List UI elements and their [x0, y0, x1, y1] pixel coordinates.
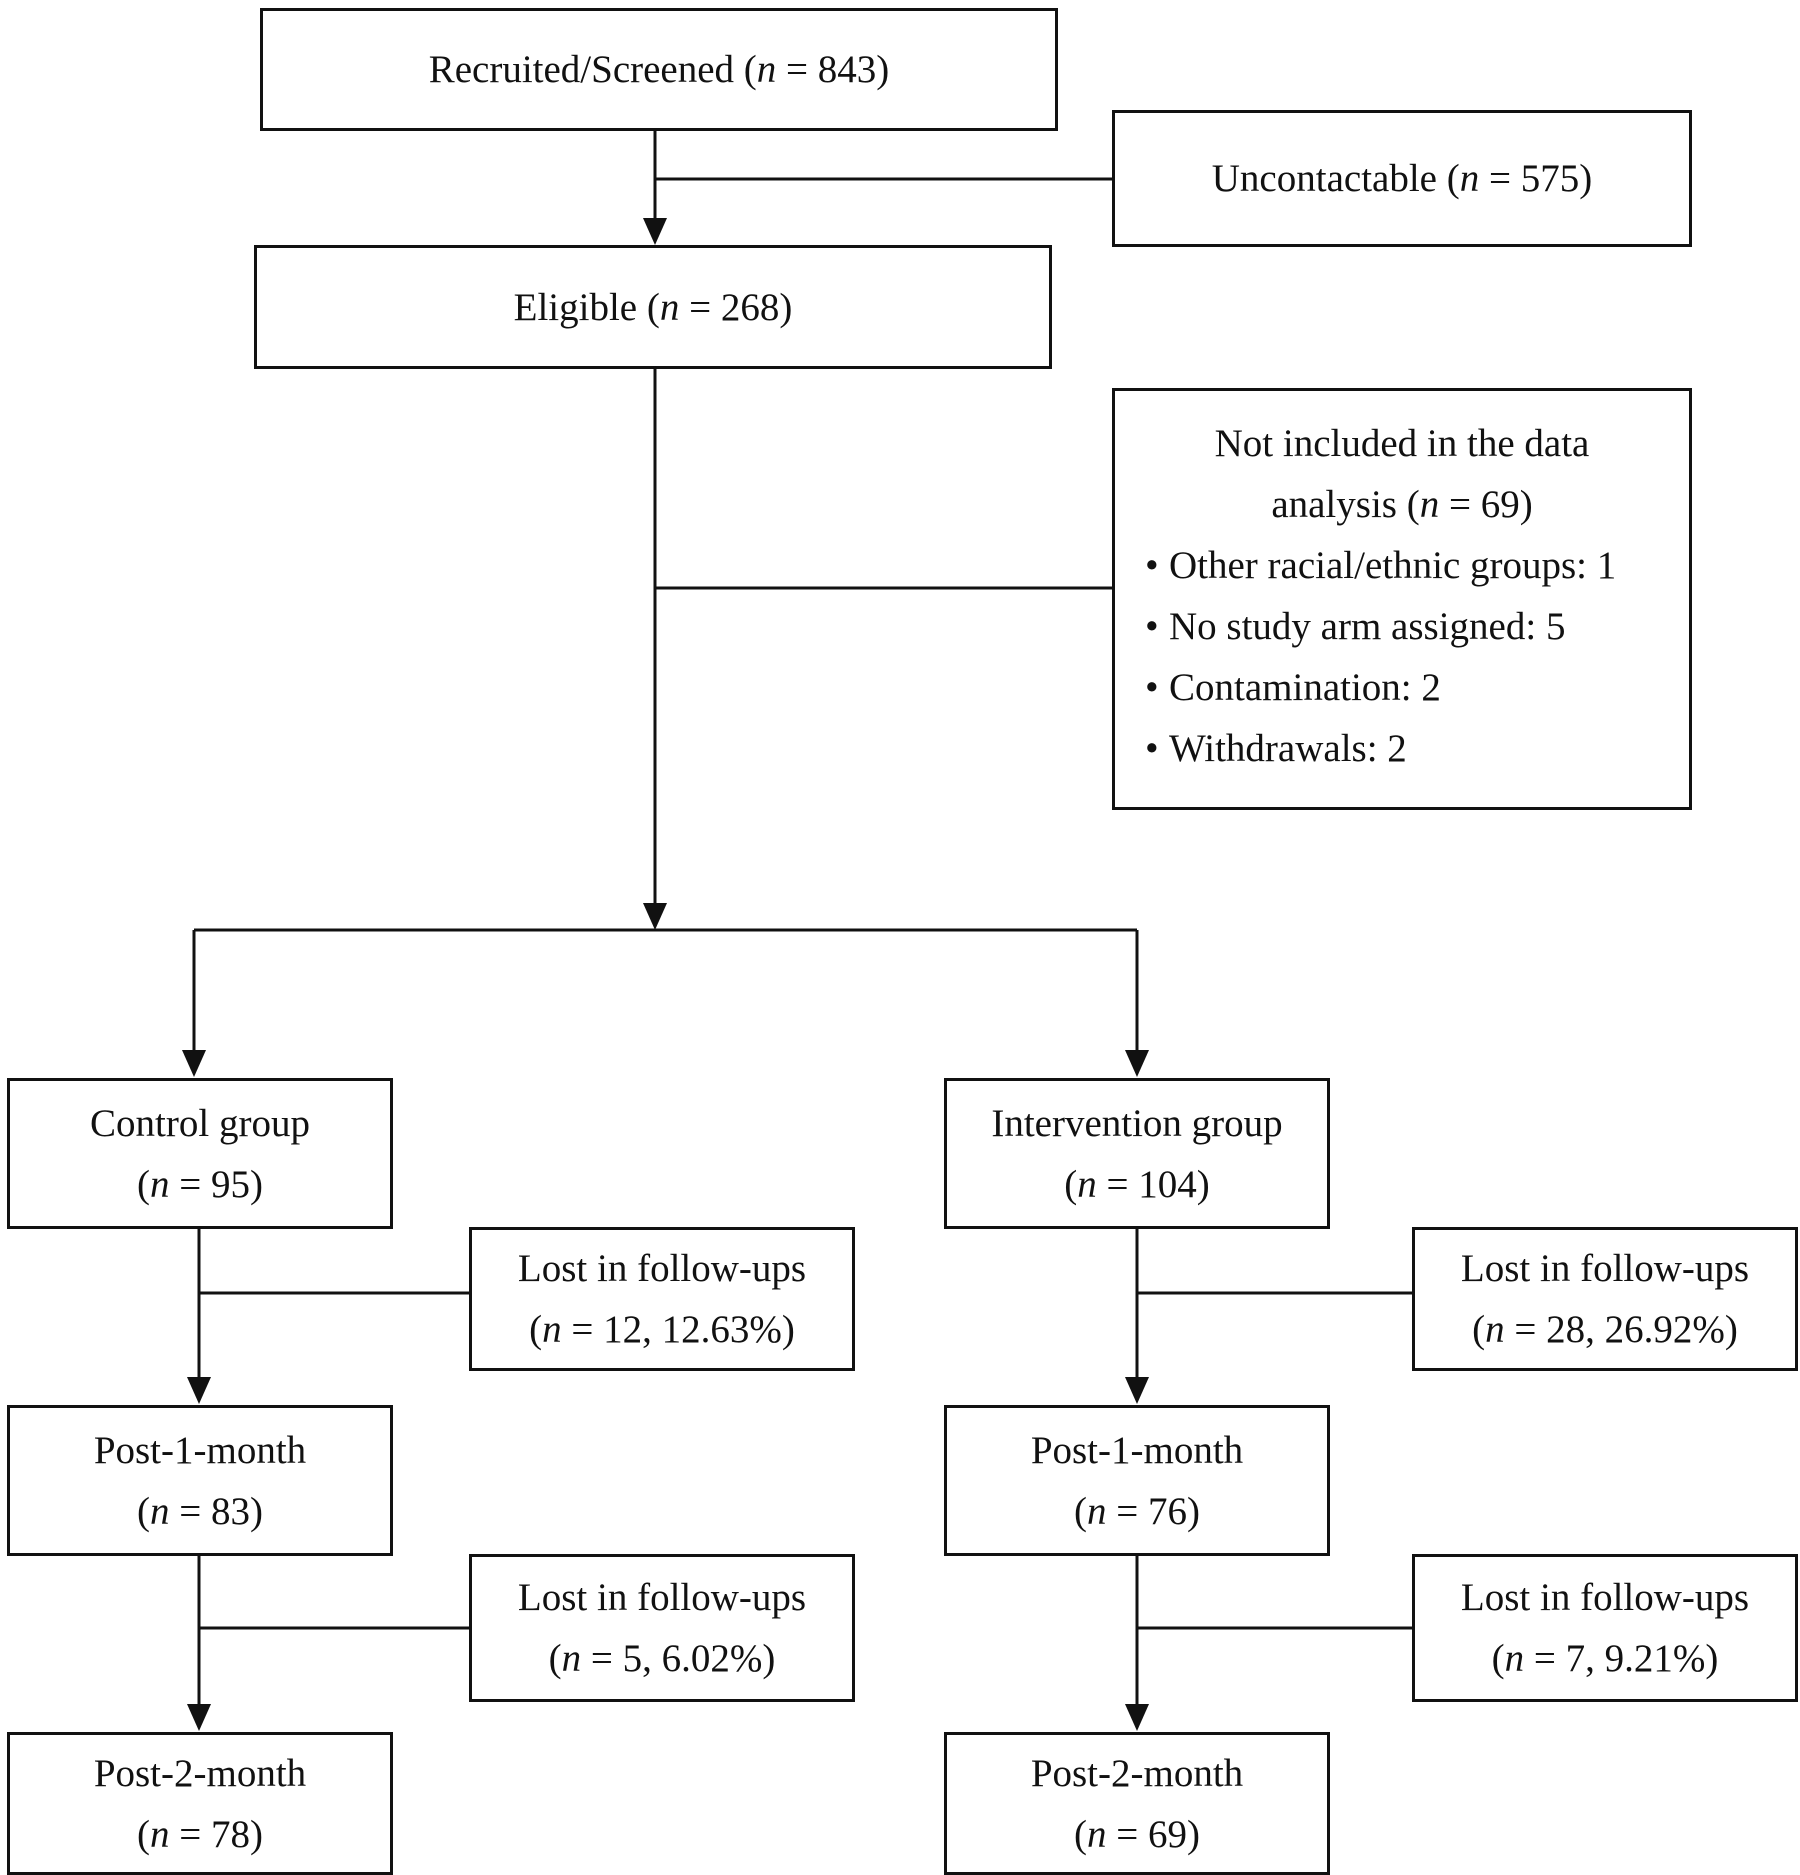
intervention-post2-label: Post-2-month [1030, 1751, 1244, 1795]
exclusion-reason-contamination: •Contamination: 2 [1145, 666, 1441, 709]
not-included-title-line2: analysis (n = 69) [1271, 483, 1533, 526]
arrow-to-intervention [1125, 1050, 1149, 1077]
recruited-text: Recruited/Screened (n = 843) [428, 48, 890, 91]
exclusion-reason-withdrawals: •Withdrawals: 2 [1145, 727, 1407, 770]
control-group-n: (n = 95) [137, 1162, 263, 1206]
intervention-lost1-label: Lost in follow-ups [1460, 1247, 1750, 1290]
eligible-text: Eligible (n = 268) [513, 285, 793, 329]
intervention-post1-label: Post-1-month [1030, 1428, 1244, 1472]
intervention-lost1-box: Lost in follow-ups (n = 28, 26.92%) [1412, 1227, 1798, 1371]
arrow-to-eligible [643, 218, 667, 245]
control-lost2-box: Lost in follow-ups (n = 5, 6.02%) [469, 1554, 855, 1702]
control-post1-label: Post-1-month [93, 1428, 307, 1472]
control-lost2-label: Lost in follow-ups [517, 1576, 807, 1619]
control-lost1-n: (n = 12, 12.63%) [529, 1308, 795, 1351]
not-included-title-line1: Not included in the data [1214, 422, 1590, 465]
not-included-box: Not included in the data analysis (n = 6… [1112, 388, 1692, 810]
exclusion-reasons-list: •Other racial/ethnic groups: 1 •No study… [1145, 535, 1616, 779]
intervention-post1-box: Post-1-month (n = 76) [944, 1405, 1330, 1556]
arrow-to-control [182, 1050, 206, 1077]
intervention-post2-n: (n = 69) [1074, 1812, 1200, 1856]
exclusion-reason-other-racial: •Other racial/ethnic groups: 1 [1145, 544, 1617, 587]
intervention-group-n: (n = 104) [1064, 1162, 1210, 1206]
arrow-to-control-post2 [187, 1704, 211, 1731]
uncontactable-text: Uncontactable (n = 575) [1211, 157, 1593, 200]
exclusion-reason-no-arm: •No study arm assigned: 5 [1145, 605, 1566, 648]
intervention-lost2-label: Lost in follow-ups [1460, 1576, 1750, 1619]
intervention-post2-box: Post-2-month (n = 69) [944, 1732, 1330, 1875]
control-group-box: Control group (n = 95) [7, 1078, 393, 1229]
intervention-group-box: Intervention group (n = 104) [944, 1078, 1330, 1229]
arrow-to-split [643, 903, 667, 930]
recruited-box: Recruited/Screened (n = 843) [260, 8, 1058, 131]
control-lost1-box: Lost in follow-ups (n = 12, 12.63%) [469, 1227, 855, 1371]
control-post1-box: Post-1-month (n = 83) [7, 1405, 393, 1556]
uncontactable-box: Uncontactable (n = 575) [1112, 110, 1692, 247]
intervention-lost1-n: (n = 28, 26.92%) [1472, 1308, 1738, 1351]
control-post2-label: Post-2-month [93, 1751, 307, 1795]
intervention-lost2-box: Lost in follow-ups (n = 7, 9.21%) [1412, 1554, 1798, 1702]
intervention-post1-n: (n = 76) [1074, 1489, 1200, 1533]
control-lost1-label: Lost in follow-ups [517, 1247, 807, 1290]
control-lost2-n: (n = 5, 6.02%) [548, 1637, 776, 1680]
control-post1-n: (n = 83) [137, 1489, 263, 1533]
intervention-lost2-n: (n = 7, 9.21%) [1491, 1637, 1719, 1680]
control-group-label: Control group [90, 1101, 310, 1145]
intervention-group-label: Intervention group [991, 1101, 1283, 1145]
arrow-to-intervention-post1 [1125, 1377, 1149, 1404]
arrow-to-intervention-post2 [1125, 1704, 1149, 1731]
eligible-box: Eligible (n = 268) [254, 245, 1052, 369]
arrow-to-control-post1 [187, 1377, 211, 1404]
control-post2-n: (n = 78) [137, 1812, 263, 1856]
control-post2-box: Post-2-month (n = 78) [7, 1732, 393, 1875]
